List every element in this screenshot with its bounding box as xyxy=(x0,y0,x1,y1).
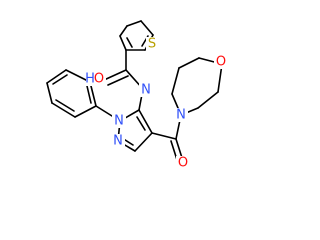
atom-labels: S O H N O N N N O xyxy=(85,37,228,171)
amide-hydrogen-label: H xyxy=(85,72,95,87)
bond xyxy=(119,35,127,51)
bond xyxy=(55,99,75,112)
bond xyxy=(178,57,200,69)
sulfur-label: S xyxy=(148,37,156,52)
bond xyxy=(151,132,177,140)
bond xyxy=(140,20,154,36)
bond xyxy=(171,67,180,95)
thiophene-amide xyxy=(103,49,144,111)
morpholine-oxygen-label: O xyxy=(216,55,226,70)
bond xyxy=(138,109,153,134)
pyrazole-n1-label: N xyxy=(114,114,124,129)
bond xyxy=(52,74,68,85)
morpholine-nitrogen-label: N xyxy=(176,108,186,123)
bond xyxy=(107,75,129,86)
molecule-structure: S O H N O N N N O xyxy=(46,20,228,171)
pyrazole-n2-label: N xyxy=(113,134,123,149)
amide-nitrogen-label: N xyxy=(141,83,151,98)
bond xyxy=(126,37,133,48)
bond xyxy=(197,91,219,109)
molecule-structure-canvas: S O H N O N N N O xyxy=(46,20,228,171)
bond xyxy=(86,85,92,104)
bond xyxy=(126,20,142,27)
bond xyxy=(74,105,97,118)
bond xyxy=(136,116,146,131)
bond xyxy=(51,102,76,118)
bond xyxy=(46,69,67,84)
ketone-oxygen-label: O xyxy=(178,156,188,171)
bond xyxy=(103,69,127,81)
bond xyxy=(134,132,153,152)
bond xyxy=(46,82,53,104)
bond xyxy=(119,25,128,37)
amide-oxygen-label: O xyxy=(94,72,104,87)
